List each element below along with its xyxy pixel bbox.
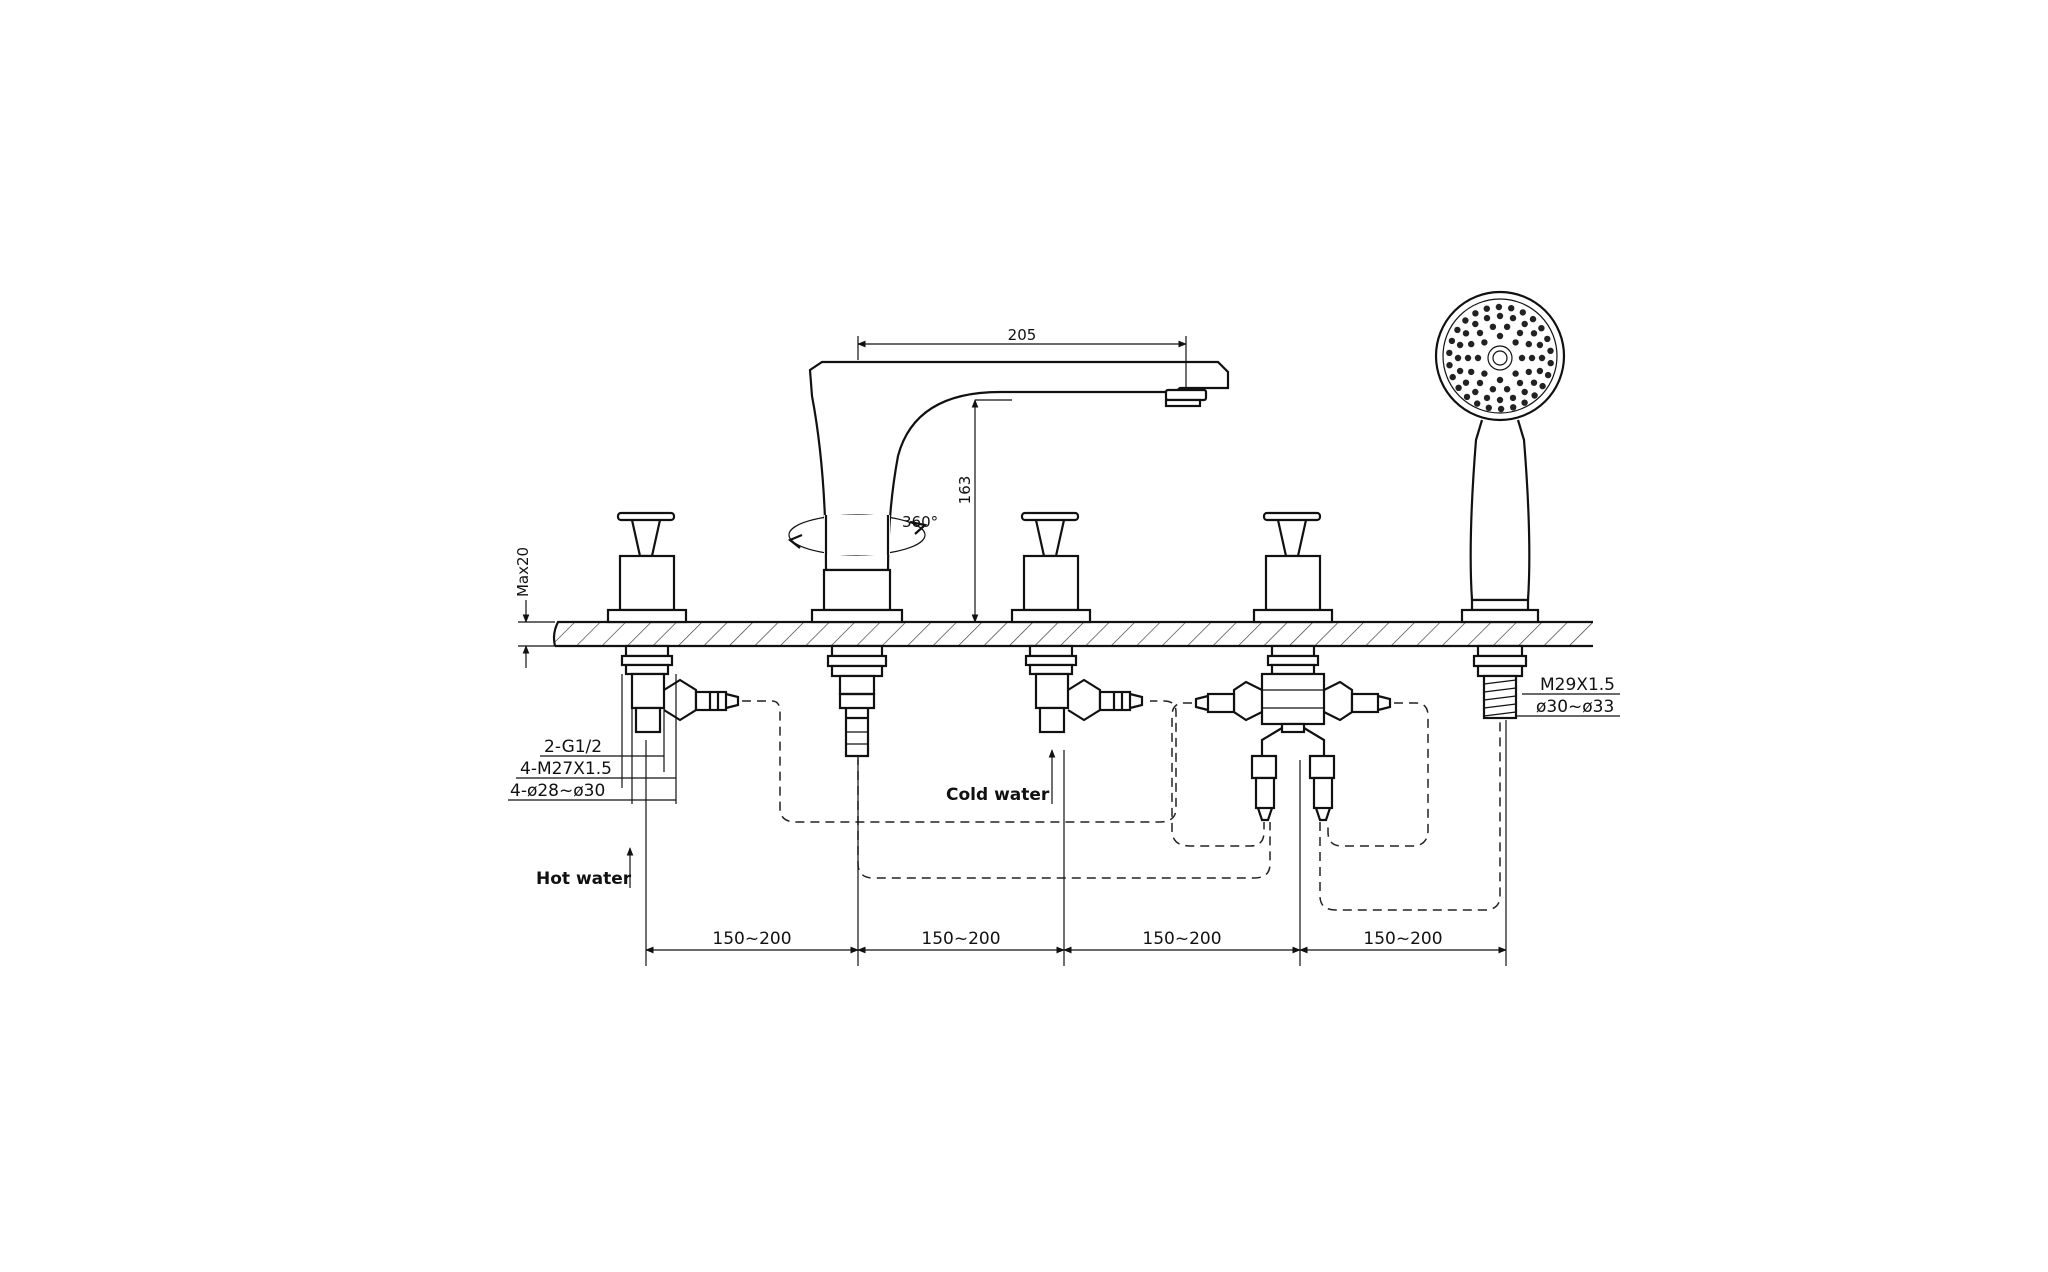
nozzle-dot <box>1474 354 1482 362</box>
nozzle-dot <box>1519 309 1527 316</box>
valve-hot <box>606 511 740 734</box>
nozzle-dot <box>1462 379 1470 386</box>
nozzle-dot <box>1472 388 1479 396</box>
nozzle-dot <box>1462 317 1469 324</box>
nozzle-dot <box>1489 323 1497 330</box>
nozzle-dot <box>1509 314 1517 322</box>
nozzle-dot <box>1539 382 1546 390</box>
hot-water-label: Hot water <box>536 869 632 889</box>
nozzle-dot <box>1476 329 1484 337</box>
nozzle-dot <box>1483 394 1491 402</box>
thread-callouts: 2-G1/2 4-M27X1.5 4-ø28~ø30 <box>508 674 677 804</box>
nozzle-dot <box>1481 370 1488 377</box>
nozzle-dot <box>1476 379 1484 387</box>
nozzle-dot <box>1538 354 1546 362</box>
nozzle-dot <box>1512 339 1519 346</box>
nozzle-dot <box>1518 354 1526 362</box>
nozzle-dot <box>1538 325 1545 332</box>
spacing-dimensions: 150~200 150~200 150~200 150~200 <box>645 929 1507 954</box>
nozzle-dot <box>1456 341 1464 349</box>
nozzle-dot <box>1536 341 1544 349</box>
nozzle-dot <box>1530 379 1538 386</box>
nozzle-dot <box>1485 404 1493 411</box>
nozzle-dot <box>1547 359 1554 367</box>
nozzle-dot <box>1464 354 1472 362</box>
spacing-label-2: 150~200 <box>921 929 1000 949</box>
nozzle-dot <box>1529 315 1537 323</box>
cold-water-label: Cold water <box>946 785 1050 805</box>
nozzle-dot <box>1530 330 1538 337</box>
dim-spout-height: 163 <box>956 399 1012 623</box>
nozzle-dot <box>1516 329 1524 337</box>
nozzle-dot <box>1497 405 1505 413</box>
nozzle-dot <box>1516 379 1524 387</box>
nozzle-dot <box>1496 396 1504 404</box>
nozzle-dot <box>1472 320 1479 328</box>
nozzle-dot <box>1510 404 1517 411</box>
nozzle-dot <box>1525 340 1533 348</box>
nozzle-dot <box>1455 384 1462 391</box>
nozzle-dot <box>1496 332 1504 340</box>
nozzle-dot <box>1483 314 1491 322</box>
nozzle-dot <box>1456 367 1464 375</box>
nozzle-dot <box>1547 347 1554 354</box>
nozzle-dot <box>1468 368 1475 376</box>
dim-spout-reach-label: 205 <box>1008 326 1037 344</box>
water-labels: Cold water Hot water <box>536 749 1056 889</box>
nozzle-dot <box>1536 367 1544 375</box>
nozzle-dot <box>1512 370 1519 377</box>
nozzle-dot <box>1521 399 1528 406</box>
dim-spout-reach: 205 <box>857 326 1187 388</box>
nozzle-dot <box>1474 400 1481 407</box>
nozzle-dot <box>1462 330 1470 337</box>
dim-max-deck: Max20 <box>514 547 555 668</box>
dim-spout-height-label: 163 <box>956 476 974 505</box>
nozzle-dot <box>1531 392 1538 399</box>
valve-diverter <box>1194 511 1392 822</box>
nozzle-dot <box>1481 339 1488 346</box>
shower-nozzles <box>1446 303 1554 413</box>
shower-callouts: M29X1.5 ø30~ø33 <box>1516 675 1620 717</box>
spacing-label-3: 150~200 <box>1142 929 1221 949</box>
nozzle-dot <box>1544 371 1552 379</box>
spacing-label-1: 150~200 <box>712 929 791 949</box>
nozzle-dot <box>1521 320 1528 328</box>
nozzle-dot <box>1446 349 1453 357</box>
nozzle-dot <box>1508 305 1515 312</box>
rotation-label: 360° <box>902 513 938 531</box>
bath-spout <box>787 360 1230 758</box>
hand-shower <box>1434 290 1566 720</box>
hole-valve-label: 4-ø28~ø30 <box>510 781 605 801</box>
nozzle-dot <box>1503 323 1511 330</box>
nozzle-dot <box>1525 368 1533 376</box>
nozzle-dot <box>1454 354 1462 362</box>
nozzle-dot <box>1483 305 1491 312</box>
thread-valve-label: 4-M27X1.5 <box>520 759 612 779</box>
nozzle-dot <box>1446 362 1453 369</box>
nozzle-dot <box>1496 376 1504 384</box>
hole-shower-label: ø30~ø33 <box>1536 697 1614 717</box>
valve-cold <box>1010 511 1144 734</box>
nozzle-dot <box>1489 386 1497 393</box>
nozzle-dot <box>1528 354 1536 362</box>
nozzle-dot <box>1448 337 1456 345</box>
deck-surface <box>552 620 1593 648</box>
nozzle-dot <box>1463 393 1471 401</box>
dim-max-deck-label: Max20 <box>514 547 532 597</box>
nozzle-dot <box>1509 394 1517 402</box>
nozzle-dot <box>1472 310 1479 317</box>
spacing-label-4: 150~200 <box>1363 929 1442 949</box>
nozzle-dot <box>1521 388 1528 396</box>
nozzle-dot <box>1468 340 1475 348</box>
connection-hoses <box>742 700 1501 911</box>
nozzle-dot <box>1544 335 1551 343</box>
thread-hose-label: 2-G1/2 <box>544 737 602 757</box>
thread-shower-label: M29X1.5 <box>1540 675 1615 695</box>
nozzle-dot <box>1496 312 1504 320</box>
nozzle-dot <box>1454 326 1461 334</box>
nozzle-dot <box>1449 373 1456 381</box>
nozzle-dot <box>1503 386 1511 393</box>
nozzle-dot <box>1495 303 1503 311</box>
